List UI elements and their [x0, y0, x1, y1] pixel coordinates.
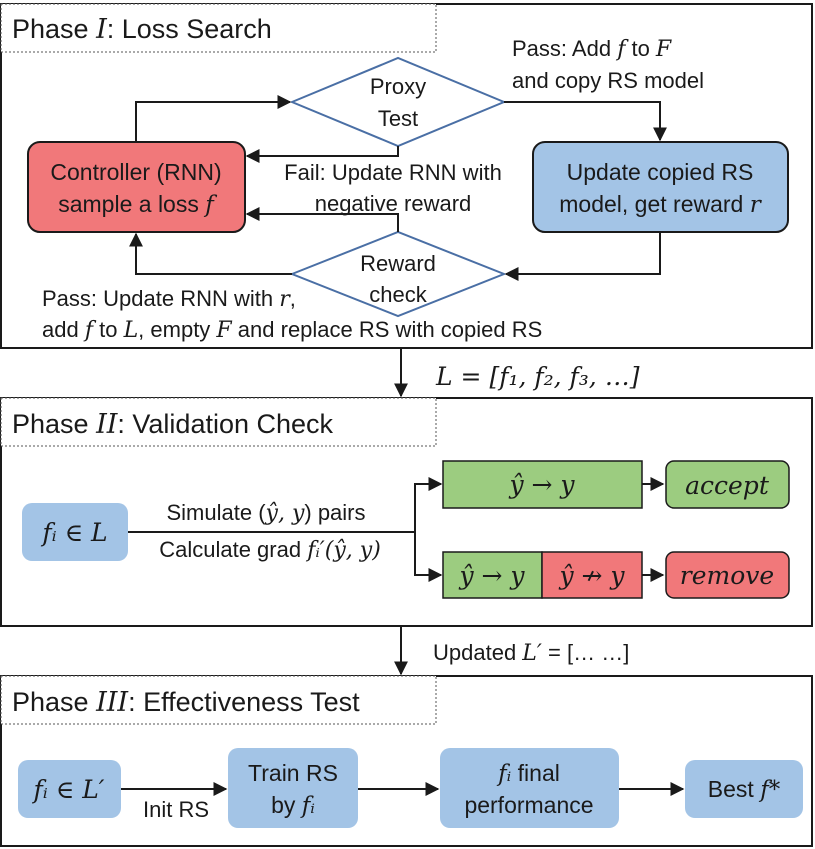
- loss-list-label: L = [f₁, f₂, f₃, …]: [435, 362, 640, 391]
- edge-reward-pass-to-controller: [129, 232, 292, 275]
- phase2-title-box: [0, 397, 437, 447]
- phase2-input-label: fᵢ ∈ L: [40, 518, 107, 547]
- proxy-test-diamond: [289, 56, 507, 148]
- phase2-title: Phase II: Validation Check: [12, 409, 334, 440]
- edge-proxy-fail-to-controller: [245, 146, 399, 163]
- edge-proxy-to-update: [504, 101, 667, 142]
- pass-update-line-1: Pass: Update RNN with r,: [42, 286, 296, 312]
- reward-check-diamond: [289, 230, 507, 318]
- edge-update-to-reward: [504, 232, 661, 281]
- best-f-box: [685, 760, 803, 818]
- phase3-title: Phase III: Effectiveness Test: [12, 687, 360, 718]
- accept-label: accept: [685, 471, 770, 500]
- train-rs-label-1: Train RS: [248, 760, 338, 786]
- bottom-red-label: ŷ ↛ y: [558, 561, 625, 590]
- simulate-label: Simulate (ŷ, y) pairs: [166, 500, 365, 526]
- train-rs-box: [228, 748, 358, 828]
- phase3-input-label: fᵢ ∈ L′: [32, 775, 105, 804]
- edge-split-to-top: [414, 477, 443, 532]
- update-rs-label-2: model, get reward r: [559, 191, 762, 218]
- controller-label-1: Controller (RNN): [50, 159, 221, 185]
- top-green-box: [442, 460, 643, 509]
- top-green-label: ŷ → y: [508, 470, 575, 499]
- final-performance-box: [440, 748, 619, 828]
- phase1-title-box: [0, 3, 437, 53]
- controller-box: [27, 141, 246, 233]
- reward-check-label-1: Reward: [360, 251, 436, 276]
- pass-update-line-2: add f to L, empty F and replace RS with …: [42, 317, 542, 343]
- best-f-label: Best f*: [708, 776, 781, 803]
- edge-controller-to-proxy: [135, 95, 292, 142]
- controller-label-2: sample a loss f: [58, 191, 217, 218]
- remove-label: remove: [680, 561, 774, 590]
- phase3-title-box: [0, 675, 437, 725]
- proxy-test-label-1: Proxy: [370, 74, 426, 99]
- bottom-red-box: [541, 551, 643, 599]
- edge-split-to-bottom: [414, 532, 443, 582]
- pass-add-line-2: and copy RS model: [512, 68, 704, 93]
- final-performance-label-1: fᵢ final: [496, 760, 560, 787]
- reward-check-label-2: check: [369, 282, 427, 307]
- phase2-input-box: [22, 503, 128, 561]
- phase3-input-box: [18, 760, 121, 818]
- pass-add-line-1: Pass: Add f to F: [512, 36, 672, 62]
- bottom-green-label: ŷ → y: [458, 561, 525, 590]
- fail-update-line-1: Fail: Update RNN with: [284, 160, 502, 185]
- update-rs-box: [532, 141, 789, 233]
- init-rs-label: Init RS: [143, 797, 209, 822]
- updated-list-label: Updated L′ = [… …]: [433, 640, 629, 666]
- accept-box: [665, 460, 790, 509]
- phase1-title: Phase I: Loss Search: [12, 14, 272, 45]
- edge-reward-fail-to-controller: [245, 207, 399, 232]
- calculate-label: Calculate grad fᵢ′(ŷ, y): [159, 537, 381, 563]
- update-rs-label-1: Update copied RS: [567, 159, 754, 185]
- final-performance-label-2: performance: [464, 792, 593, 818]
- remove-box: [665, 551, 790, 599]
- train-rs-label-2: by fᵢ: [271, 792, 315, 819]
- proxy-test-label-2: Test: [378, 106, 418, 131]
- fail-update-line-2: negative reward: [315, 191, 472, 216]
